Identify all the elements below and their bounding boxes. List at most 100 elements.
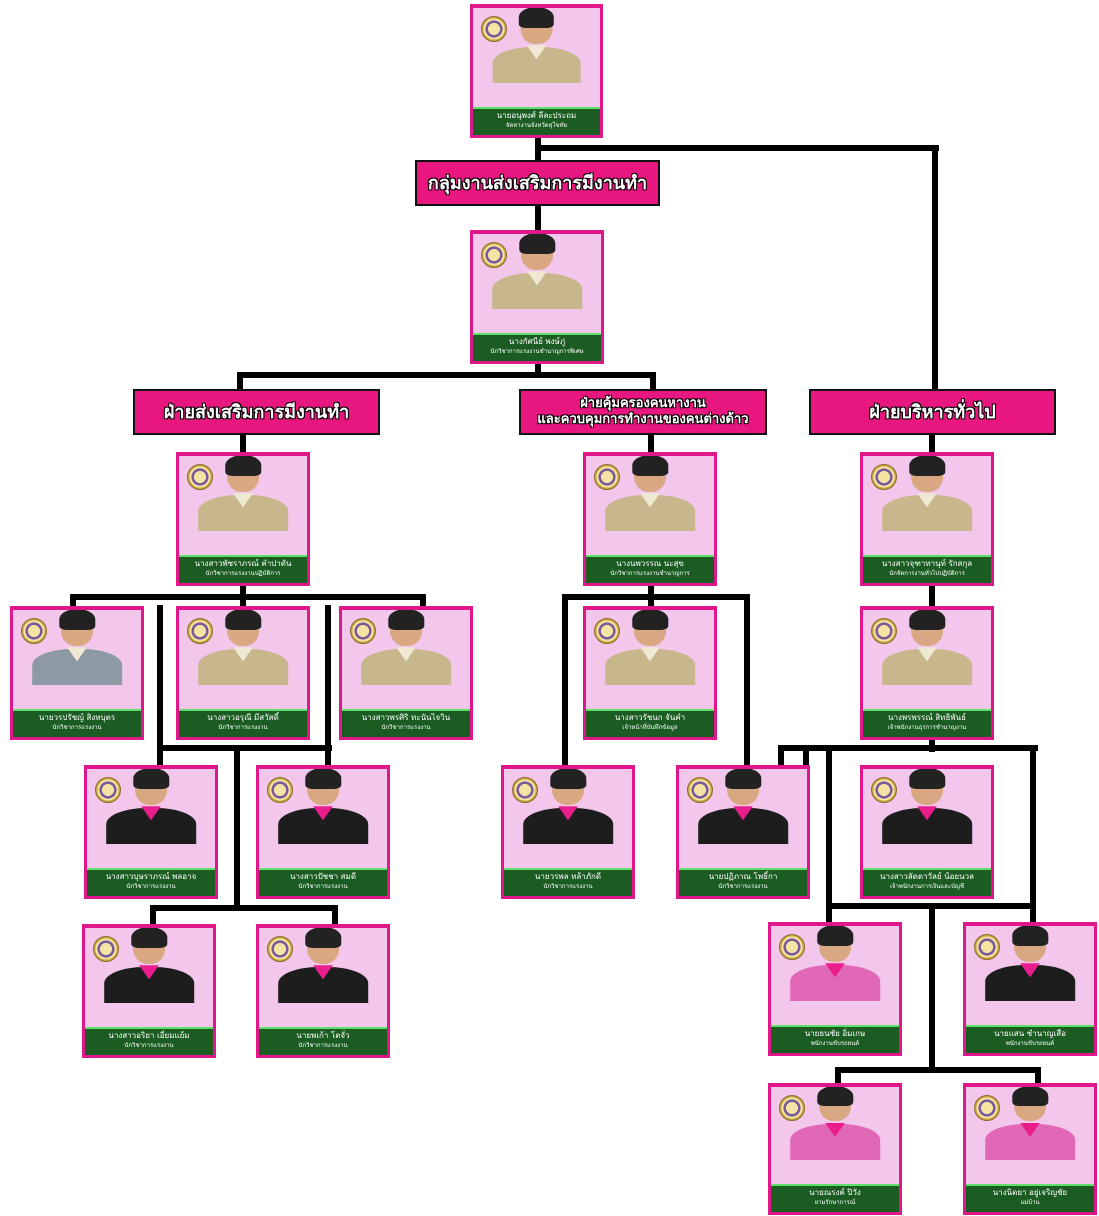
department-seal-icon [594, 464, 620, 490]
person-silhouette [882, 769, 972, 844]
person-silhouette [198, 610, 288, 685]
silhouette-hair [518, 8, 555, 28]
portrait-photo [966, 1087, 1094, 1186]
silhouette-hair [225, 456, 261, 476]
name-caption: นางพรพรรณ์ สิทธิพันธ์เจ้าพนักงานธุรการชำ… [863, 709, 991, 737]
connector-line [562, 594, 568, 767]
portrait-photo [259, 928, 387, 1029]
connector-line [150, 905, 156, 926]
person-card-admin-2: นางพรพรรณ์ สิทธิพันธ์เจ้าพนักงานธุรการชำ… [860, 606, 994, 740]
department-seal-icon [687, 777, 713, 803]
group-header-group: กลุ่มงานส่งเสริมการมีงานทำ [415, 160, 660, 206]
person-position: นักวิชาการแรงงานปฏิบัติการ [205, 570, 281, 577]
portrait-photo [771, 926, 899, 1027]
portrait-photo [863, 456, 991, 557]
person-silhouette [198, 456, 288, 531]
connector-line [240, 434, 246, 454]
person-card-protect-1: นางสาวรัชนก จันคำเจ้าหน้าที่บันทึกข้อมูล [583, 606, 717, 740]
connector-line [237, 372, 655, 378]
person-name: นางสาวรัชนก จันคำ [614, 713, 686, 722]
silhouette-hair [632, 610, 668, 630]
department-seal-icon [871, 777, 897, 803]
connector-line [778, 745, 1038, 751]
person-position: นักวิชาการแรงงาน [124, 1042, 174, 1049]
department-seal-icon [871, 618, 897, 644]
connector-line [150, 905, 338, 911]
department-seal-icon [350, 618, 376, 644]
silhouette-hair [131, 928, 167, 948]
name-caption: นายพเก้า โตจั่วนักวิชาการแรงงาน [259, 1027, 387, 1055]
person-name: นางสาวอริยา เอี่ยมแย้ม [108, 1031, 190, 1040]
connector-line [929, 903, 935, 1073]
connector-line [157, 745, 332, 751]
department-seal-icon [21, 618, 47, 644]
person-position: พนักงานขับรถยนต์ [1005, 1040, 1055, 1047]
person-card-protect-head: นางนพวรรณ นะสุขนักวิชาการแรงงานชำนาญการ [583, 452, 717, 586]
group-header-text: กลุ่มงานส่งเสริมการมีงานทำ [427, 172, 648, 194]
silhouette-hair [909, 456, 945, 476]
person-card-promo-4: นางสาวบุษราภรณ์ พลอาจนักวิชาการแรงงาน [84, 765, 218, 899]
department-seal-icon [512, 777, 538, 803]
person-position: นักวิชาการแรงงาน [218, 724, 268, 731]
silhouette-hair [225, 610, 261, 630]
person-card-promo-5: นางสาวปัชชา สมดีนักวิชาการแรงงาน [256, 765, 390, 899]
person-card-admin-4: นายธนชัย อิ่มเกษพนักงานขับรถยนต์ [768, 922, 902, 1056]
person-name: นางพรพรรณ์ สิทธิพันธ์ [888, 713, 966, 722]
person-card-admin-6: นายณรงค์ ปิวังยามรักษาการณ์ [768, 1083, 902, 1215]
person-position: นักวิชาการแรงงาน [52, 724, 102, 731]
silhouette-hair [817, 1087, 853, 1106]
person-card-director: นายอนุพงศ์ ลีละประถมจัดหางานจังหวัดสุโขท… [470, 4, 603, 138]
silhouette-hair [388, 610, 424, 630]
portrait-photo [473, 8, 600, 109]
person-name: นายพเก้า โตจั่ว [296, 1031, 350, 1040]
connector-line [237, 372, 243, 391]
person-name: นางสาวจุฑาทานุท์ รักสกุล [881, 559, 973, 568]
department-seal-icon [267, 936, 293, 962]
name-caption: นางสาวอริยา เอี่ยมแย้มนักวิชาการแรงงาน [85, 1027, 213, 1055]
silhouette-hair [725, 769, 761, 789]
silhouette-hair [909, 769, 945, 789]
department-seal-icon [187, 618, 213, 644]
name-caption: นางกัศนีย์ พงษ์ภู่นักวิชาการแรงงานชำนาญก… [473, 333, 601, 361]
name-caption: นางนิตยา อยู่เจริญชัยแม่บ้าน [966, 1184, 1094, 1212]
person-card-admin-5: นายแสน ชำนาญเสือพนักงานขับรถยนต์ [963, 922, 1097, 1056]
group-header-text: ฝ่ายคุ้มครองคนหางาน [580, 396, 706, 411]
person-card-admin-head: นางสาวจุฑาทานุท์ รักสกุลนักจัดการงานทั่ว… [860, 452, 994, 586]
person-position: นักวิชาการแรงงานชำนาญการ [610, 570, 690, 577]
person-name: นายอนุพงศ์ ลีละประถม [496, 111, 577, 120]
person-name: นายธนชัย อิ่มเกษ [804, 1029, 866, 1038]
person-silhouette [698, 769, 788, 844]
department-seal-icon [481, 242, 507, 268]
silhouette-hair [1012, 1087, 1048, 1106]
portrait-photo [504, 769, 632, 870]
connector-line [240, 594, 246, 608]
person-silhouette [106, 769, 196, 844]
connector-line [332, 905, 338, 926]
connector-line [826, 903, 832, 924]
connector-line [537, 145, 939, 151]
person-silhouette [790, 926, 880, 1001]
person-card-admin-7: นางนิตยา อยู่เจริญชัยแม่บ้าน [963, 1083, 1097, 1215]
person-position: เจ้าพนักงานธุรการชำนาญงาน [887, 724, 967, 731]
connector-line [650, 372, 656, 391]
portrait-photo [966, 926, 1094, 1027]
department-seal-icon [594, 618, 620, 644]
person-name: นางสาวลัดดาวัลย์ น้อยนวล [880, 872, 974, 881]
person-name: นางกัศนีย์ พงษ์ภู่ [508, 337, 566, 346]
group-header-admin: ฝ่ายบริหารทั่วไป [809, 389, 1056, 435]
group-header-promotion: ฝ่ายส่งเสริมการมีงานทำ [133, 389, 380, 435]
person-silhouette [492, 8, 581, 83]
person-position: นักวิชาการแรงงาน [718, 883, 768, 890]
connector-line [929, 585, 935, 608]
connector-line [70, 594, 426, 600]
person-card-protect-2: นายวรพล หล้าภักดีนักวิชาการแรงงาน [501, 765, 635, 899]
name-caption: นายปฏิภาณ โพธิ์กานักวิชาการแรงงาน [679, 868, 807, 896]
portrait-photo [179, 456, 307, 557]
connector-line [932, 145, 938, 391]
group-header-text: และควบคุมการทำงานของคนต่างด้าว [537, 412, 749, 427]
department-seal-icon [187, 464, 213, 490]
portrait-photo [586, 456, 714, 557]
name-caption: นายณรงค์ ปิวังยามรักษาการณ์ [771, 1184, 899, 1212]
portrait-photo [13, 610, 141, 711]
person-name: นางสาวบุษราภรณ์ พลอาจ [105, 872, 197, 881]
